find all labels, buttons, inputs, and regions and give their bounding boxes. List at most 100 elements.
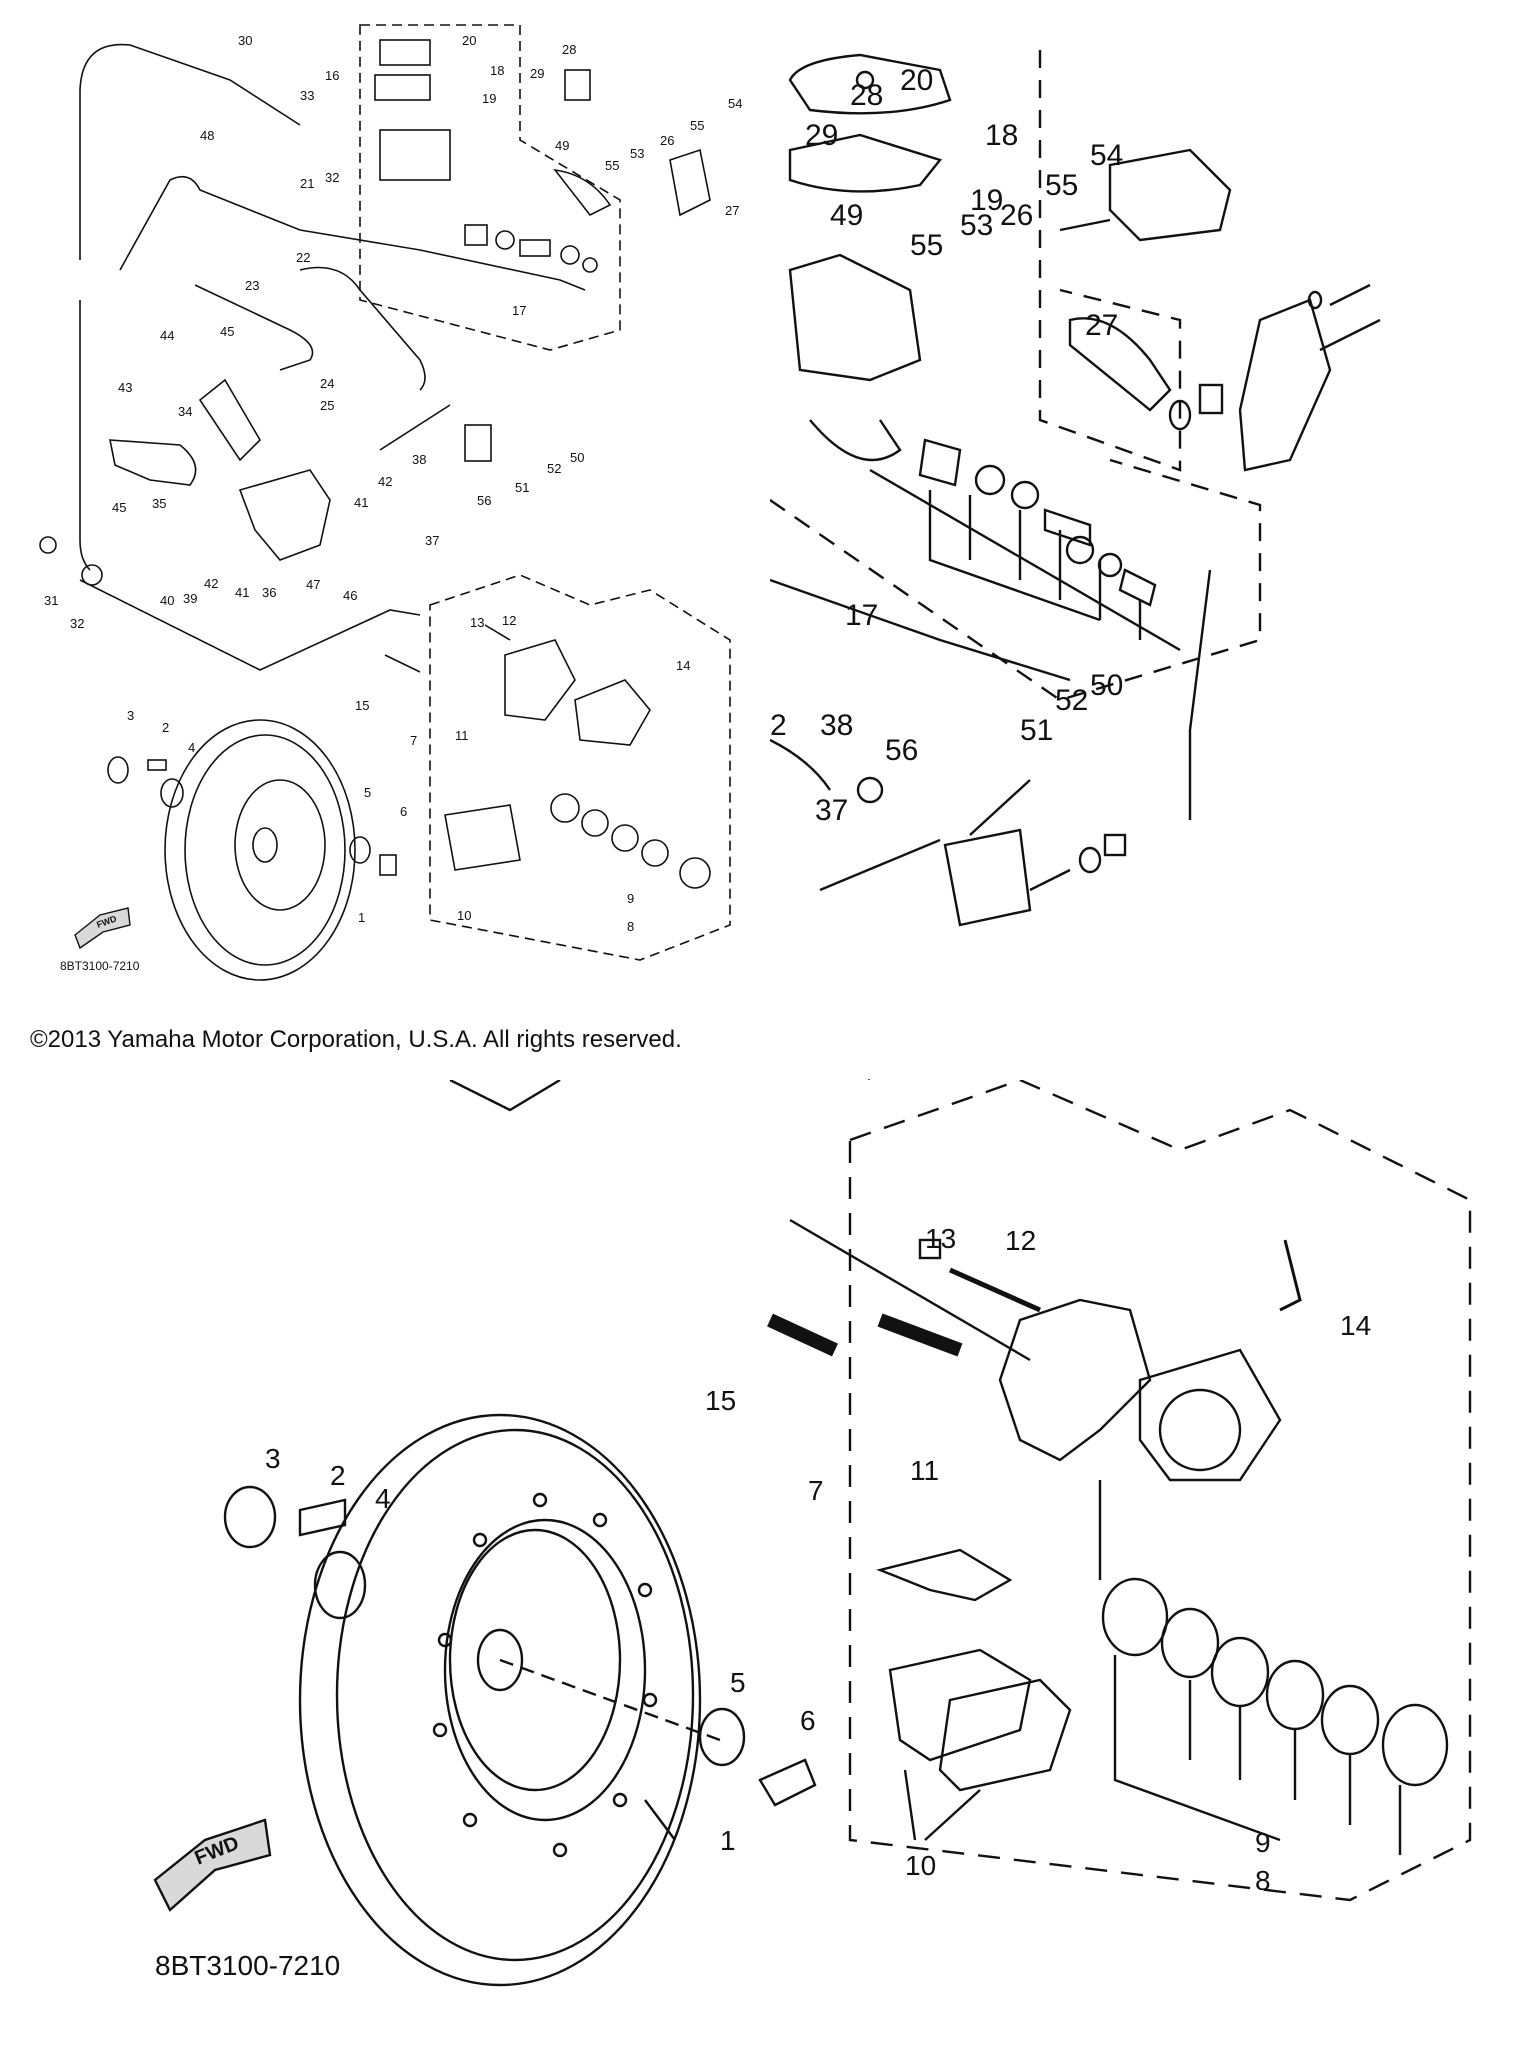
reservoir-cap-zoom — [788, 53, 952, 115]
zlabel-50: 50 — [1090, 669, 1123, 702]
washer-55-zoom — [1168, 399, 1192, 431]
brake-disc-zoom — [298, 1413, 702, 1987]
leader-1 — [644, 1799, 676, 1841]
zblabel-6: 6 — [800, 1705, 816, 1736]
leader-zoom — [869, 468, 1181, 652]
label-21: 21 — [300, 176, 314, 191]
master-cylinder — [379, 129, 451, 181]
zblabel-10: 10 — [905, 1850, 936, 1881]
label-50: 50 — [570, 450, 584, 465]
label-10: 10 — [457, 908, 471, 923]
seal-c-zoom — [1265, 1659, 1325, 1731]
pedal-34 — [198, 378, 262, 462]
seals-overview — [550, 793, 711, 889]
lever-49-zoom — [1068, 317, 1172, 412]
zoom-dashed-upper — [1038, 50, 1182, 472]
label-45b: 45 — [112, 500, 126, 515]
disc-hub-zoom — [443, 1518, 647, 1822]
boot-zoom — [1118, 568, 1157, 607]
label-29: 29 — [530, 66, 544, 81]
zblabel-5: 5 — [730, 1667, 746, 1698]
disc-caliper-detail: FWD 8BT3100-7210 3 2 4 5 6 1 13 12 14 15… — [0, 1080, 1536, 2048]
label-27: 27 — [725, 203, 739, 218]
label-30: 30 — [238, 33, 252, 48]
fwd-arrow-overview: FWD — [74, 907, 131, 950]
tag-56 — [464, 424, 492, 462]
label-18: 18 — [490, 63, 504, 78]
label-16: 16 — [325, 68, 339, 83]
bracket-26 — [669, 148, 711, 217]
switch-28-zoom — [1108, 148, 1232, 242]
zlabel-53: 53 — [960, 209, 993, 242]
master-cyl-box — [359, 24, 621, 351]
label-41b: 41 — [235, 585, 249, 600]
tie-8-9 — [1113, 1655, 1402, 1855]
label-42b: 42 — [204, 576, 218, 591]
label-55: 55 — [605, 158, 619, 173]
caliper-right — [574, 679, 651, 746]
zlabel-19: 19 — [970, 184, 1003, 217]
caliper-box-zoom — [848, 1080, 1472, 1902]
label-19: 19 — [482, 91, 496, 106]
zlabel-52: 52 — [1055, 684, 1088, 717]
diaphragm-zoom — [788, 133, 943, 193]
bolt-6 — [379, 854, 397, 876]
disc-holes-zoom — [432, 1492, 658, 1858]
disc-center — [252, 827, 278, 863]
lever-23 — [194, 284, 314, 371]
overview-diagram: FWD 8BT3100-7210 30 33 32 48 21 22 23 45… — [0, 0, 760, 1000]
clip-3 — [107, 756, 129, 784]
zlabel-18: 18 — [985, 119, 1018, 152]
washer-52-zoom — [1078, 846, 1102, 874]
zblabel-7: 7 — [808, 1475, 824, 1506]
bolt-27-zoom — [1319, 318, 1381, 352]
key-2-zoom — [298, 1498, 347, 1537]
zlabel-29: 29 — [805, 119, 838, 152]
zlabel-17: 17 — [845, 599, 878, 632]
lever-49 — [553, 168, 612, 217]
washer-5 — [349, 836, 371, 864]
rod-38-zoom — [819, 838, 941, 892]
slide-pin-zoom — [877, 1313, 963, 1357]
bracket-26-zoom — [1238, 298, 1332, 472]
reservoir-cap — [379, 39, 431, 66]
bolt-15 — [384, 654, 421, 673]
cable-end-zoom — [856, 776, 884, 804]
zlabel-27: 27 — [1085, 309, 1118, 342]
leader-cable — [770, 578, 1071, 682]
disc-inner-ring — [184, 734, 346, 966]
label-23: 23 — [245, 278, 259, 293]
zblabel-8: 8 — [1255, 1865, 1271, 1896]
pin-12 — [484, 624, 511, 641]
zblabel-11: 11 — [910, 1455, 939, 1486]
label-40: 40 — [160, 593, 174, 608]
cup-zoom — [974, 464, 1006, 496]
zblabel-12: 12 — [1005, 1225, 1036, 1256]
fwd-arrow-zoom: FWD — [153, 1818, 272, 1912]
zlabel-54: 54 — [1090, 139, 1123, 172]
disc-ring-zoom — [335, 1428, 695, 1962]
banjo-31 — [39, 536, 57, 554]
bolt-51-zoom — [1029, 868, 1071, 892]
seal-b-zoom — [1210, 1636, 1270, 1708]
spring-zoom — [918, 438, 962, 487]
collar-50-zoom — [1103, 833, 1127, 857]
zlabel-26: 26 — [1000, 199, 1033, 232]
label-5: 5 — [364, 785, 371, 800]
cup2-zoom — [1010, 480, 1040, 510]
disc-hub — [234, 779, 326, 911]
caliper-bore-zoom — [1158, 1388, 1242, 1472]
label-17: 17 — [512, 303, 526, 318]
label-34: 34 — [178, 404, 192, 419]
washer-5-zoom — [698, 1707, 746, 1767]
pin-12-zoom — [948, 1267, 1042, 1313]
zlabel-49: 49 — [830, 199, 863, 232]
zblabel-15: 15 — [705, 1385, 736, 1416]
label-44: 44 — [160, 328, 174, 343]
zlabel-2: 2 — [770, 709, 787, 742]
label-1: 1 — [358, 910, 365, 925]
piston-kit-overview — [464, 224, 598, 273]
ring-4-zoom — [313, 1550, 367, 1620]
label-26: 26 — [660, 133, 674, 148]
